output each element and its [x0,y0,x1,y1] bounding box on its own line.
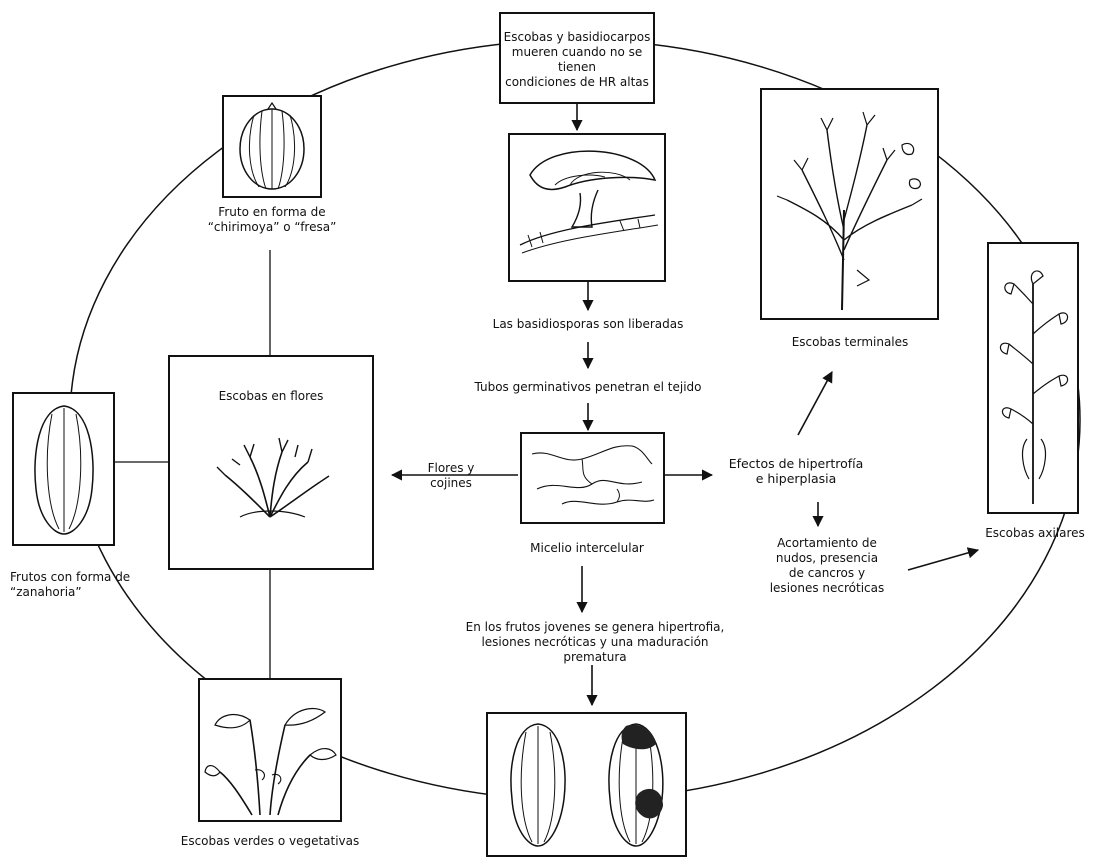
label-flores-cojines: Flores y cojines [427,461,475,490]
axillary-broom-icon [999,270,1069,504]
label-fruto-chirimoya: Fruto en forma de “chirimoya” o “fresa” [207,205,337,234]
arrow-efectos-to-terminales [797,371,833,436]
flower-broom-icon [216,437,330,518]
label-escobas-verdes: Escobas verdes o vegetativas [180,834,360,848]
mycelium-box [520,432,665,524]
top-box: Escobas y basidiocarpos mueren cuando no… [499,12,655,104]
carrot-shaped-fruit-icon [34,405,94,535]
top-box-text: Escobas y basidiocarpos mueren cuando no… [503,30,651,89]
label-tubos-germinativos: Tubos germinativos penetran el tejido [474,380,702,394]
label-escobas-terminales: Escobas terminales [791,335,909,349]
frutos-zanahoria-box [12,392,115,546]
mushroom-icon [519,150,659,254]
frutos-box [486,712,687,857]
escobas-verdes-box [198,678,342,822]
chirimoya-fruit-icon [239,101,305,190]
label-efectos: Efectos de hipertrofía e hiperplasia [728,456,864,486]
escobas-flores-box: Escobas en flores [168,355,374,570]
label-micelio: Micelio intercelular [530,541,644,555]
diseased-fruits-icon [510,723,664,847]
arrow-acortamiento-to-axilares [907,547,980,571]
escobas-terminales-box [760,88,939,320]
mycelium-icon [531,445,655,505]
label-basidiosporas: Las basidiosporas son liberadas [492,317,684,331]
terminal-broom-icon [776,111,923,311]
label-escobas-axilares: Escobas axilares [985,526,1085,540]
fruto-chirimoya-box [222,95,322,198]
label-acortamiento: Acortamiento de nudos, presencia de canc… [769,536,885,595]
basidiocarp-box [508,133,666,282]
vegetative-broom-icon [204,707,337,816]
label-frutos-zanahoria: Frutos con forma de “zanahoria” [10,570,131,599]
escobas-axilares-box [987,242,1079,514]
escobas-flores-label: Escobas en flores [218,389,324,403]
label-frutos-jovenes: En los frutos jovenes se genera hipertro… [465,620,725,664]
